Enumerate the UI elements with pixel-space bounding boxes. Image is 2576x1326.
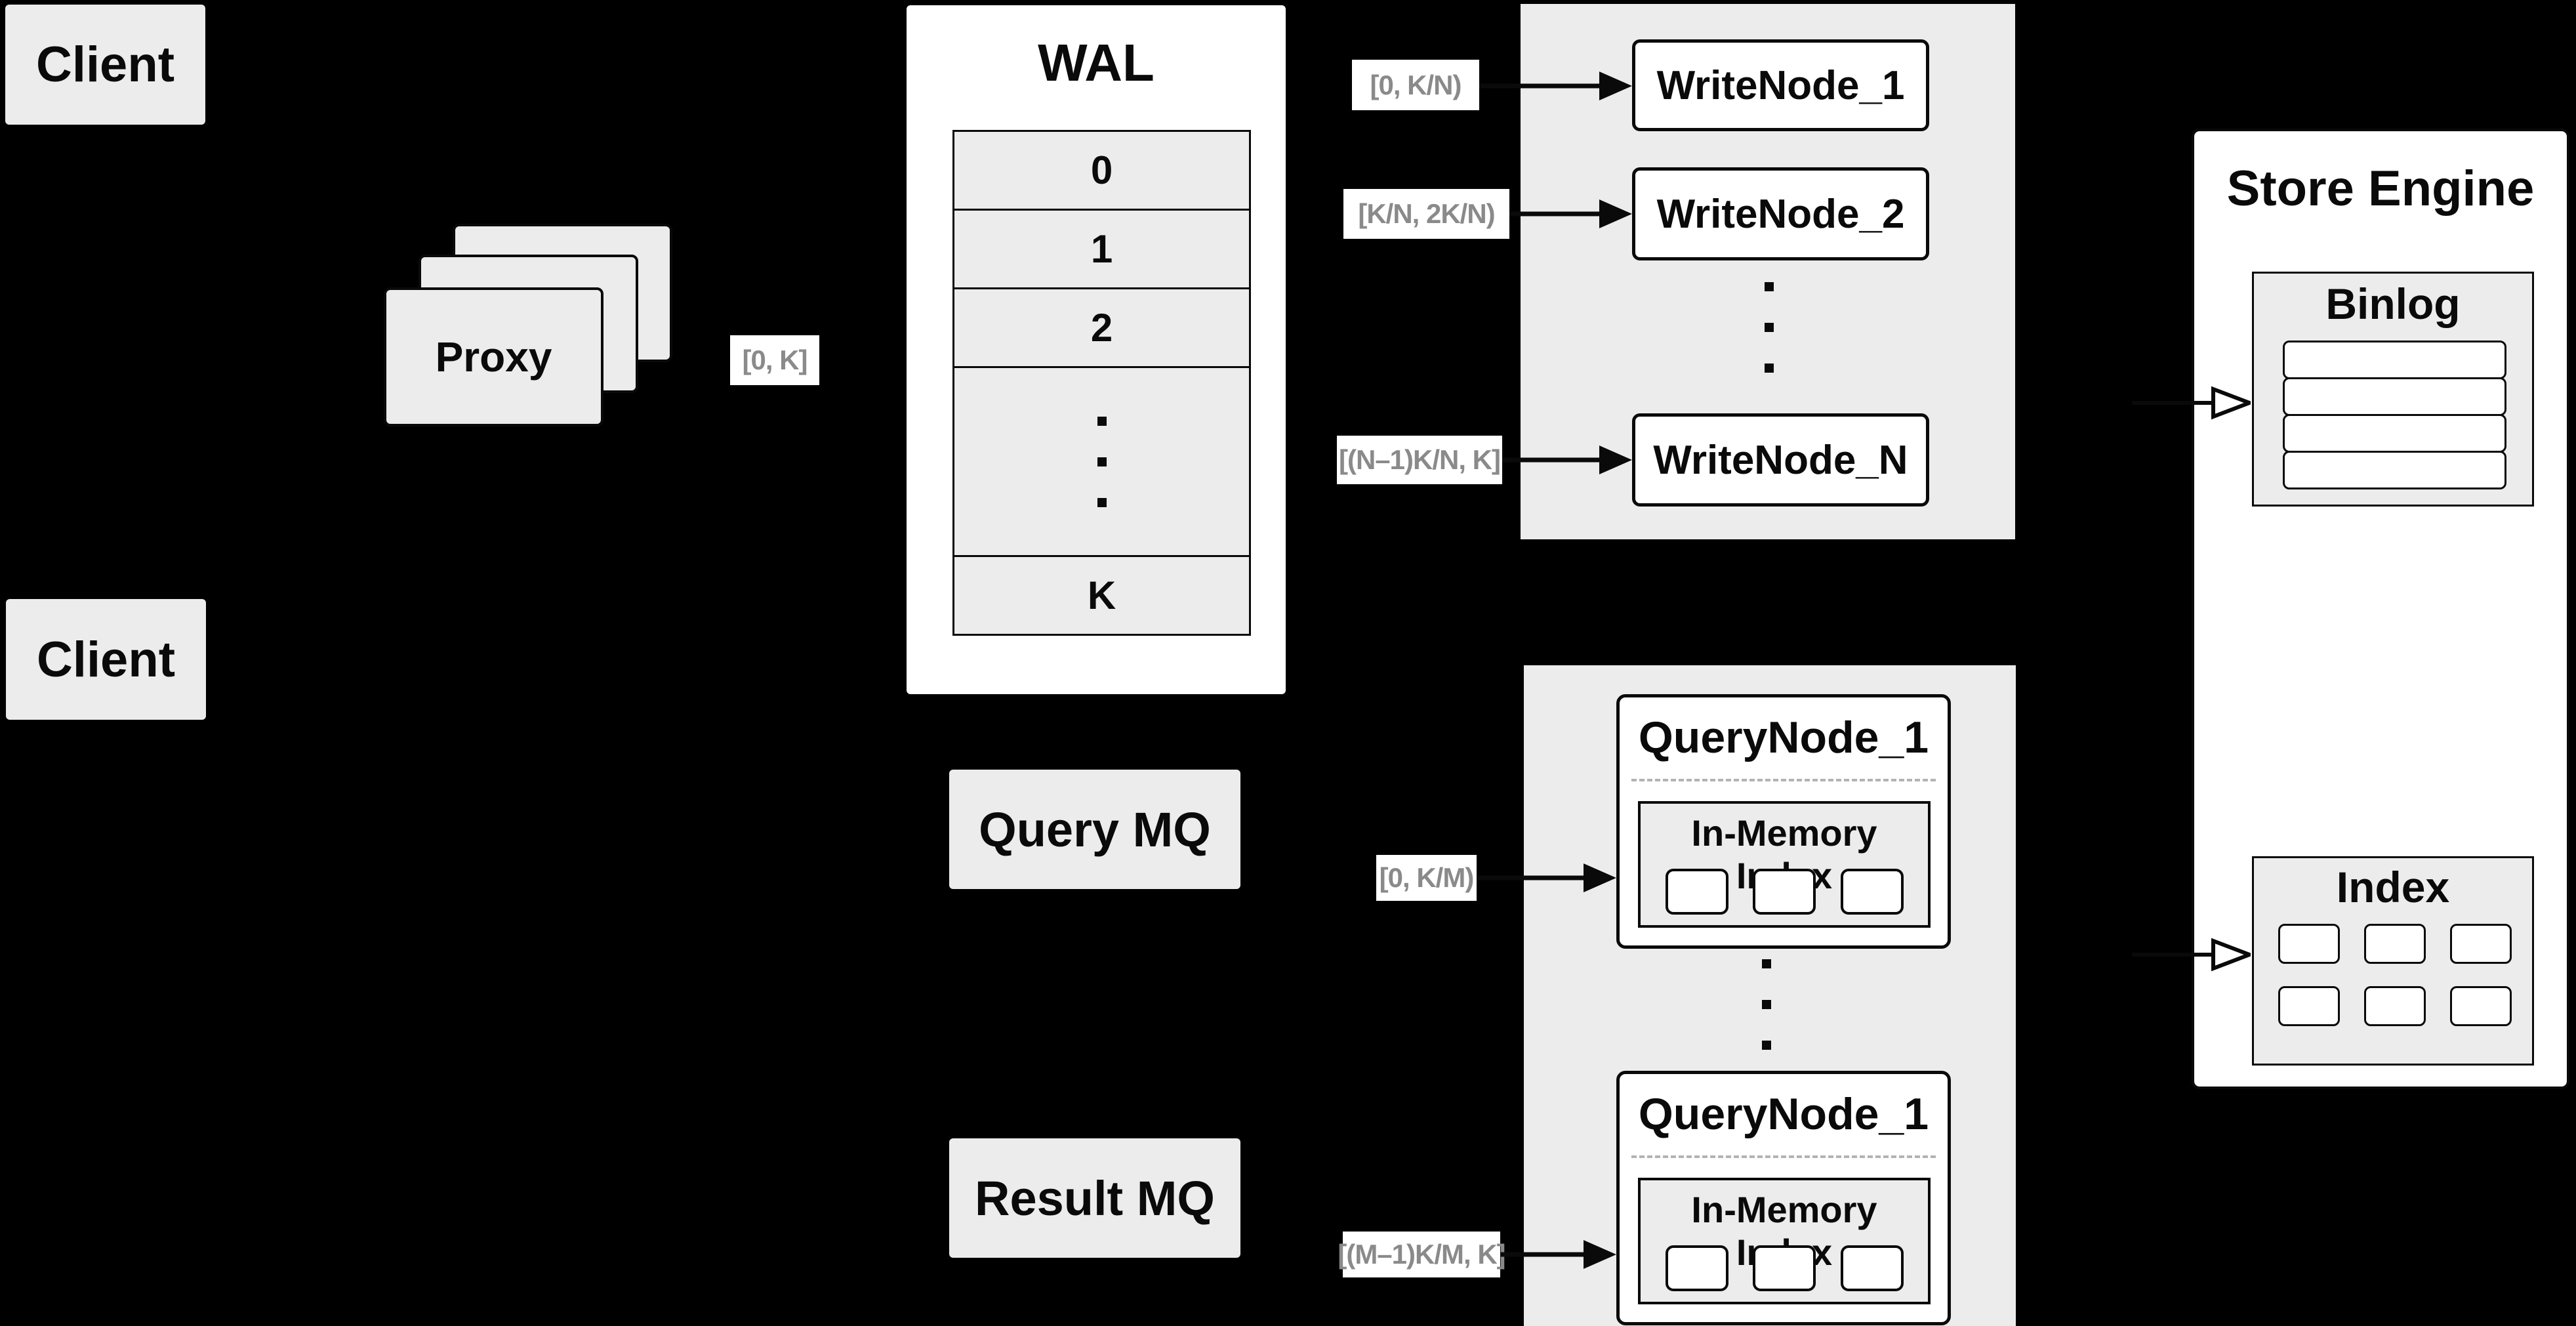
proxy-card-front: Proxy — [384, 287, 603, 426]
in-memory-index-box-2: In-Memory Index — [1638, 1178, 1931, 1304]
range-chip-qn2: [(M–1)K/M, K] — [1338, 1232, 1506, 1277]
wal-box: WAL 0 1 2 K — [907, 5, 1286, 694]
proxy-label: Proxy — [435, 333, 552, 381]
binlog-rows — [2283, 341, 2506, 489]
query-node-1-box: QueryNode_1 In-Memory Index — [1616, 694, 1951, 949]
binlog-row — [2283, 414, 2506, 453]
wal-segment-2: 2 — [954, 289, 1249, 368]
binlog-row — [2283, 341, 2506, 379]
memory-segment-cell — [1840, 869, 1904, 915]
arrow-to-query-node-1 — [1477, 863, 1616, 892]
in-memory-segments-1 — [1641, 869, 1928, 915]
binlog-row — [2283, 451, 2506, 489]
index-cell — [2364, 924, 2426, 964]
range-chip-wn1: [0, K/N) — [1352, 60, 1479, 110]
arrow-to-query-node-2 — [1500, 1240, 1616, 1269]
query-mq-label: Query MQ — [979, 802, 1211, 857]
wal-segment-k: K — [954, 557, 1249, 634]
in-memory-segments-2 — [1641, 1245, 1928, 1291]
memory-segment-cell — [1753, 869, 1816, 915]
memory-segment-cell — [1665, 1245, 1728, 1291]
range-chip-qn1: [0, K/M) — [1376, 855, 1477, 901]
dashed-separator — [1631, 779, 1936, 781]
query-node-1-title: QueryNode_1 — [1638, 713, 1929, 762]
index-cell — [2450, 924, 2512, 964]
binlog-title: Binlog — [2325, 280, 2461, 328]
write-node-n-box: WriteNode_N — [1632, 413, 1929, 507]
range-chip-wnN: [(N–1)K/N, K] — [1337, 436, 1502, 484]
ellipsis-dots-query-nodes — [1762, 959, 1771, 1050]
client-box-bottom: Client — [6, 599, 206, 720]
arrow-to-write-node-1 — [1479, 72, 1632, 100]
store-engine-title: Store Engine — [2226, 161, 2535, 217]
write-node-2-label: WriteNode_2 — [1656, 191, 1905, 237]
ellipsis-dots-write-nodes — [1765, 282, 1774, 373]
write-node-1-label: WriteNode_1 — [1656, 62, 1905, 108]
query-node-2-title: QueryNode_1 — [1638, 1089, 1929, 1139]
client-box-top: Client — [5, 5, 205, 125]
query-node-2-box: QueryNode_1 In-Memory Index — [1616, 1071, 1951, 1325]
client-bottom-label: Client — [36, 631, 176, 688]
wal-title: WAL — [1038, 33, 1155, 92]
memory-segment-cell — [1840, 1245, 1904, 1291]
result-mq-box: Result MQ — [949, 1138, 1240, 1258]
index-cell — [2278, 986, 2340, 1026]
memory-segment-cell — [1665, 869, 1728, 915]
arrow-to-write-node-2 — [1509, 199, 1632, 228]
query-mq-box: Query MQ — [949, 770, 1240, 889]
binlog-row — [2283, 377, 2506, 416]
write-node-n-label: WriteNode_N — [1653, 437, 1908, 483]
write-node-2-box: WriteNode_2 — [1632, 167, 1929, 260]
client-top-label: Client — [35, 37, 175, 93]
wal-segment-1: 1 — [954, 211, 1249, 289]
ellipsis-dots-wal — [1097, 416, 1107, 507]
arrow-to-write-node-n — [1502, 445, 1632, 474]
wal-segment-0: 0 — [954, 132, 1249, 211]
index-cell — [2450, 986, 2512, 1026]
arrow-to-index — [2132, 938, 2251, 972]
wal-segment-table: 0 1 2 K — [952, 130, 1251, 636]
index-grid-row-2 — [2254, 986, 2536, 1026]
range-chip-wn2: [K/N, 2K/N) — [1343, 189, 1509, 239]
index-box: Index — [2252, 856, 2534, 1066]
binlog-box: Binlog — [2252, 272, 2534, 507]
in-memory-index-box-1: In-Memory Index — [1638, 801, 1931, 928]
store-engine-box: Store Engine Binlog Index — [2192, 129, 2569, 1089]
index-grid-row-1 — [2254, 924, 2536, 964]
result-mq-label: Result MQ — [975, 1171, 1215, 1226]
range-chip-client-wal: [0, K] — [730, 335, 819, 385]
index-title: Index — [2336, 863, 2450, 911]
wal-segment-ellipsis — [954, 368, 1249, 557]
dashed-separator — [1631, 1155, 1936, 1158]
memory-segment-cell — [1753, 1245, 1816, 1291]
arrow-to-binlog — [2132, 386, 2251, 420]
index-cell — [2278, 924, 2340, 964]
index-cell — [2364, 986, 2426, 1026]
write-node-1-box: WriteNode_1 — [1632, 39, 1929, 131]
